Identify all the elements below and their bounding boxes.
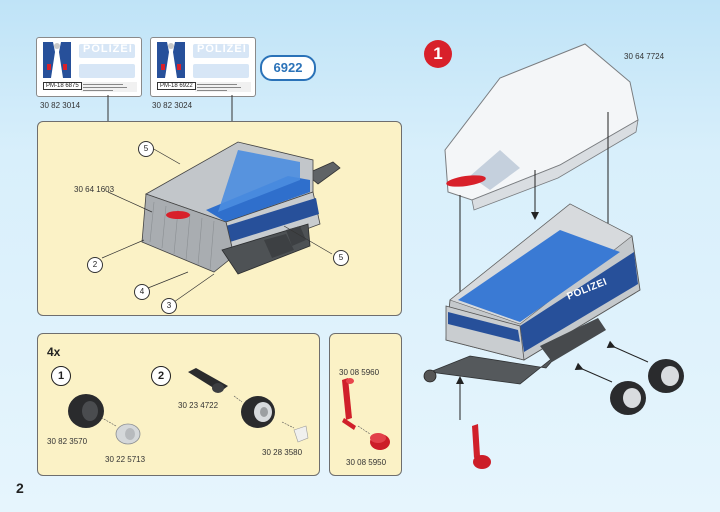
trailer-body-panel: 5 30 64 1603 2 4 3 5 — [37, 121, 402, 316]
set-code-badge: 6922 — [260, 55, 316, 81]
callout-5-top: 5 — [138, 141, 154, 157]
rim-part-no: 30 22 5713 — [105, 455, 146, 464]
axle-part-no: 30 23 4722 — [178, 401, 219, 410]
trailer-body-illustration — [101, 141, 341, 303]
sticker-graphics-2 — [157, 42, 251, 92]
sticker-band-text-2: POLIZEI — [197, 43, 247, 55]
wheels-panel: 4x 1 2 30 82 3570 30 22 5713 30 23 4722 … — [37, 333, 320, 476]
sticker-part-no-1: 30 82 3014 — [40, 101, 81, 110]
callout-5-right: 5 — [333, 250, 349, 266]
hubcap-part-no: 30 28 3580 — [262, 448, 303, 457]
sticker-part-no-2: 30 82 3024 — [152, 101, 193, 110]
page-number: 2 — [16, 480, 24, 496]
sticker-plate-2: PM-18 6922 — [157, 82, 196, 90]
sticker-sheet-1: POLIZEI PM-18 6875 — [36, 37, 142, 97]
roof-part-no: 30 64 7724 — [624, 52, 665, 61]
sub-step-1: 1 — [51, 366, 71, 386]
hitch-illustration — [342, 378, 390, 450]
callout-3: 3 — [161, 298, 177, 314]
callout-2: 2 — [87, 257, 103, 273]
callout-4: 4 — [134, 284, 150, 300]
sticker-plate-1: PM-18 6875 — [43, 82, 82, 90]
coupling-part-no: 30 08 5950 — [346, 458, 387, 467]
body-part-no: 30 64 1603 — [74, 185, 115, 194]
sticker-graphics-1 — [43, 42, 137, 92]
quantity-label: 4x — [47, 345, 61, 359]
sticker-sheet-2: POLIZEI PM-18 6922 — [150, 37, 256, 97]
hitch-panel: 30 08 5960 30 08 5950 — [329, 333, 402, 476]
hitch-part-no: 30 08 5960 — [339, 368, 380, 377]
sticker-band-text-1: POLIZEI — [83, 43, 133, 55]
tire-part-no: 30 82 3570 — [47, 437, 88, 446]
step-number-badge: 1 — [424, 40, 452, 68]
sub-step-2: 2 — [151, 366, 171, 386]
wheels-illustration — [68, 368, 309, 445]
